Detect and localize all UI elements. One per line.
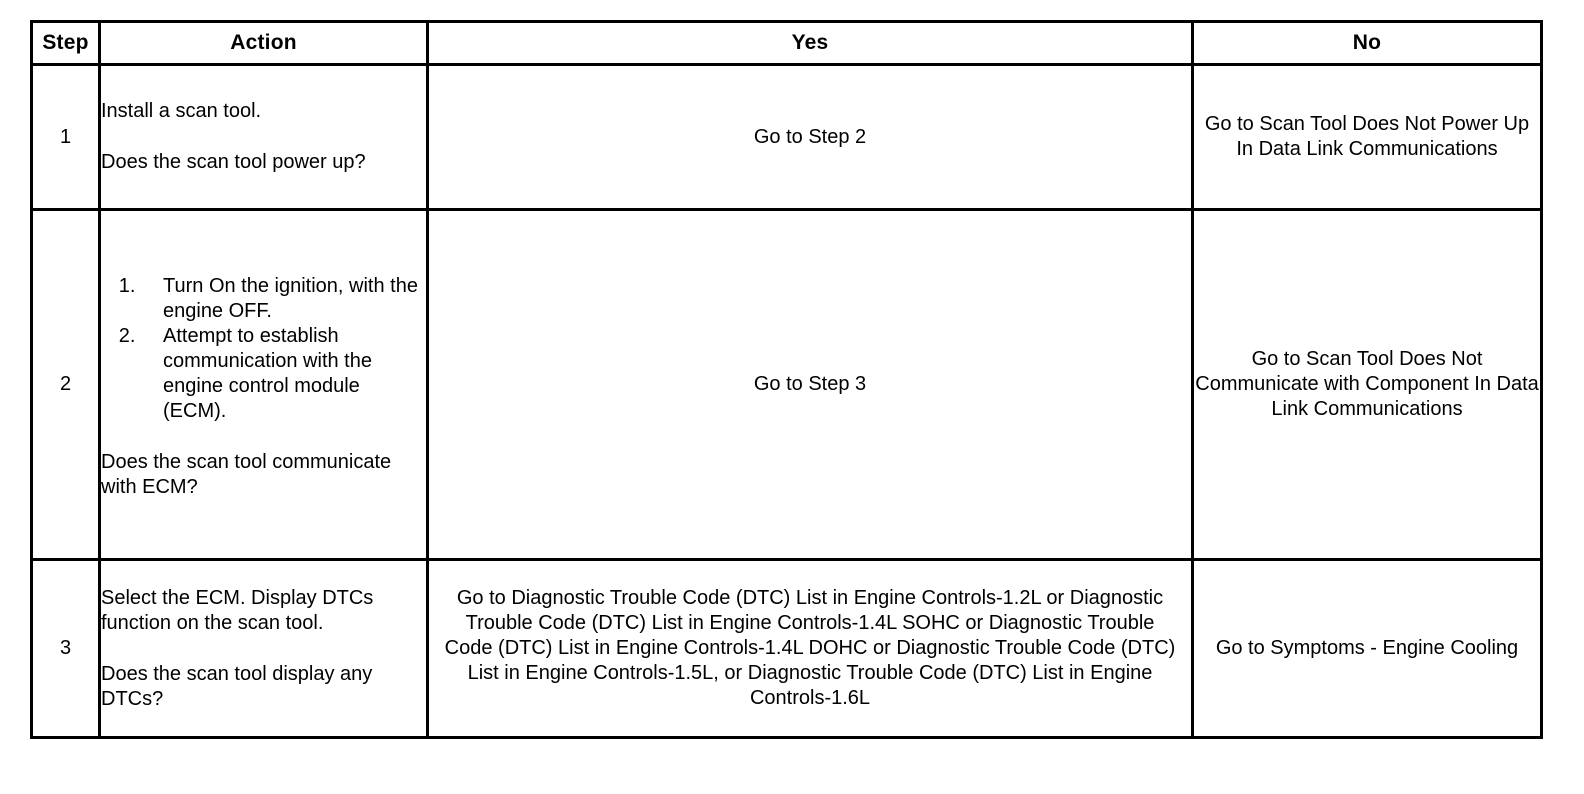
table-row: 1 Install a scan tool. Does the scan too…: [30, 63, 1543, 211]
column-header-yes: Yes: [426, 20, 1194, 66]
no-action-cell: Go to Scan Tool Does Not Communicate wit…: [1191, 208, 1543, 561]
column-header-step: Step: [30, 20, 101, 66]
no-action-cell: Go to Scan Tool Does Not Power Up In Dat…: [1191, 63, 1543, 211]
no-action-cell: Go to Symptoms - Engine Cooling: [1191, 558, 1543, 739]
step-number: 1: [30, 63, 101, 211]
yes-action-cell: Go to Step 2: [426, 63, 1194, 211]
table-row: 2 Turn On the ignition, with the engine …: [30, 208, 1543, 561]
action-question: Does the scan tool communicate with ECM?: [101, 450, 392, 498]
step-number: 2: [30, 208, 101, 561]
action-cell: Install a scan tool. Does the scan tool …: [98, 63, 429, 211]
action-instruction: Install a scan tool.: [101, 100, 262, 122]
action-step-item: Attempt to establish communication with …: [141, 324, 426, 424]
action-cell: Turn On the ignition, with the engine OF…: [98, 208, 429, 561]
action-step-list: Turn On the ignition, with the engine OF…: [101, 274, 426, 424]
diagnostic-procedure-table: Step Action Yes No 1 Install a scan tool…: [30, 20, 1543, 739]
column-header-action: Action: [98, 20, 429, 66]
action-cell: Select the ECM. Display DTCs function on…: [98, 558, 429, 739]
yes-action-cell: Go to Diagnostic Trouble Code (DTC) List…: [426, 558, 1194, 739]
action-question: Does the scan tool display any DTCs?: [101, 662, 373, 710]
paragraph-spacer: [101, 424, 426, 450]
table-row: 3 Select the ECM. Display DTCs function …: [30, 558, 1543, 739]
paragraph-spacer: [101, 636, 426, 662]
step-number: 3: [30, 558, 101, 739]
action-question: Does the scan tool power up?: [101, 151, 366, 173]
column-header-no: No: [1191, 20, 1543, 66]
paragraph-spacer: [101, 124, 426, 150]
yes-action-cell: Go to Step 3: [426, 208, 1194, 561]
table-header-row: Step Action Yes No: [30, 20, 1543, 66]
action-step-item: Turn On the ignition, with the engine OF…: [141, 274, 426, 324]
action-instruction: Select the ECM. Display DTCs function on…: [101, 586, 374, 634]
